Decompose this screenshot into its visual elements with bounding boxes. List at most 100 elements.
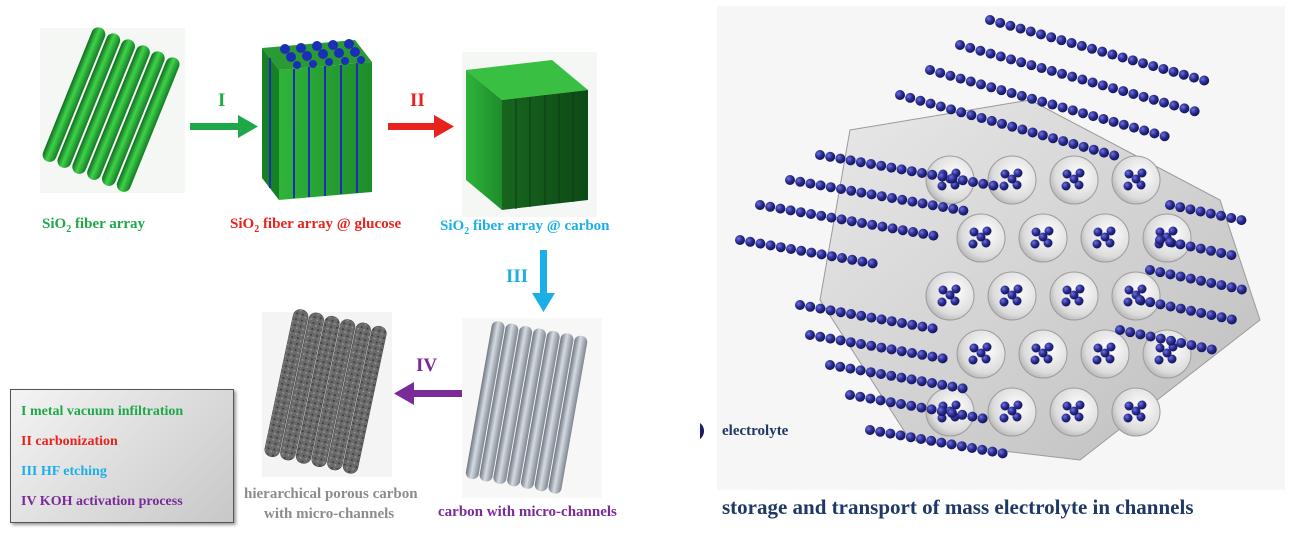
electrolyte-ion	[1154, 355, 1164, 365]
electrolyte-ion	[1036, 29, 1046, 40]
electrolyte-ion	[1016, 57, 1027, 68]
electrolyte-ion	[795, 176, 806, 187]
electrolyte-ion	[1159, 97, 1169, 108]
step-label-4: IV	[416, 355, 438, 376]
electrolyte-legend-label: electrolyte	[722, 423, 789, 439]
electrolyte-ion	[775, 242, 786, 253]
electrolyte-ion	[1075, 284, 1085, 294]
electrolyte-ion	[876, 191, 887, 202]
electrolyte-ion	[945, 290, 955, 300]
electrolyte-ion	[1158, 63, 1169, 74]
electrolyte-ion	[1136, 180, 1146, 190]
electrolyte-ion	[1030, 355, 1040, 365]
electrolyte-ion	[1109, 150, 1120, 161]
electrolyte-ion	[825, 360, 835, 370]
legend-item-1: I metal vacuum infiltration	[21, 404, 184, 419]
electrolyte-ion	[985, 15, 995, 25]
electrolyte-ion	[755, 238, 766, 249]
electrolyte-ion	[897, 194, 908, 205]
electrolyte-ion	[865, 425, 875, 435]
electrolyte-ion	[1061, 297, 1071, 307]
electrolyte-ion	[906, 400, 917, 411]
electrolyte-ion	[785, 205, 796, 216]
carbon-channels-image	[462, 318, 602, 498]
electrolyte-ion	[1036, 63, 1047, 74]
electrolyte-ion	[1006, 88, 1017, 99]
electrolyte-ion	[1027, 127, 1038, 138]
electrolyte-ion	[917, 168, 927, 178]
electrolyte-ion	[805, 330, 815, 340]
electrolyte-ion	[925, 65, 935, 75]
electrolyte-ion	[866, 340, 877, 351]
electrolyte-ion	[1123, 413, 1133, 423]
electrolyte-ion	[945, 70, 956, 81]
electrolyte-ion	[1127, 55, 1138, 66]
electrolyte-ion	[935, 67, 946, 78]
electrolyte-ion	[986, 82, 997, 93]
electrolyte-ion	[855, 157, 866, 168]
electrolyte-ion	[1155, 227, 1165, 237]
electrolyte-ion	[867, 219, 878, 230]
electrolyte-ion	[1000, 401, 1010, 411]
electrolyte-ion	[856, 310, 867, 321]
electrolyte-ion	[876, 314, 887, 325]
electrolyte-ion	[1016, 90, 1027, 101]
electrolyte-ion	[1165, 237, 1176, 248]
electrolyte-ion	[1226, 314, 1237, 325]
electrolyte-ion	[1189, 106, 1200, 117]
electrolyte-ion	[795, 207, 806, 218]
electrolyte-ion	[928, 230, 939, 241]
electrolyte-ion	[958, 205, 969, 216]
electrolyte-ion	[1038, 348, 1048, 358]
electrolyte-ion	[1131, 406, 1141, 416]
electrolyte-ion	[978, 178, 989, 189]
electrolyte-ion	[1175, 239, 1186, 250]
electrolyte-ion	[866, 189, 877, 200]
electrolyte-ion	[1206, 245, 1216, 256]
electrolyte-ion	[1196, 342, 1207, 353]
process-legend: I metal vacuum infiltration II carboniza…	[10, 389, 234, 523]
electrolyte-ion	[986, 115, 997, 126]
electrolyte-ion	[936, 406, 947, 417]
electrolyte-ion	[876, 342, 887, 353]
electrolyte-ion	[1196, 275, 1206, 286]
electrolyte-ion	[1199, 75, 1210, 86]
electrolyte-ion	[1093, 343, 1103, 353]
electrolyte-ion	[956, 107, 967, 118]
electrolyte-ion	[1226, 212, 1237, 223]
electrolyte-ion	[1005, 20, 1016, 31]
electrolyte-ion	[1037, 96, 1048, 107]
electrolyte-ion	[1062, 401, 1072, 411]
electrolyte-ion	[755, 200, 765, 210]
electrolyte-ion	[1145, 265, 1155, 275]
electrolyte-ion	[982, 342, 992, 352]
electrolyte-ion	[1108, 83, 1118, 94]
porous-carbon-image	[262, 309, 392, 477]
electrolyte-ion	[896, 372, 907, 383]
electrolyte-ion	[815, 180, 826, 191]
electrolyte-ion	[946, 104, 956, 115]
electrolyte-ion	[765, 201, 776, 212]
electrolyte-ion	[969, 227, 979, 237]
electrolyte-ion	[1062, 285, 1072, 295]
electrolyte-ion	[1046, 65, 1057, 76]
electrolyte-ion	[1137, 168, 1147, 178]
electrolyte-ion	[1135, 295, 1145, 305]
electrolyte-ion	[997, 118, 1007, 129]
electrolyte-ion	[1135, 329, 1146, 340]
label-carbon-channels: carbon with micro-channels	[438, 504, 617, 520]
electrolyte-ion	[825, 151, 836, 162]
electrolyte-ion	[1047, 99, 1058, 110]
electrolyte-ion	[937, 297, 947, 307]
electrolyte-legend-marker	[700, 423, 704, 439]
electrolyte-ion	[927, 323, 938, 334]
electrolyte-ion	[1015, 23, 1026, 34]
electrolyte-ion	[1100, 232, 1110, 242]
electrolyte-ion	[876, 369, 886, 379]
electrolyte-ion	[1216, 280, 1227, 291]
electrolyte-ion	[981, 238, 991, 248]
electrolyte-ion	[1206, 344, 1217, 355]
electrolyte-ion	[835, 361, 846, 372]
electrolyte-ion	[1165, 200, 1175, 210]
electrolyte-ion	[1131, 174, 1141, 184]
